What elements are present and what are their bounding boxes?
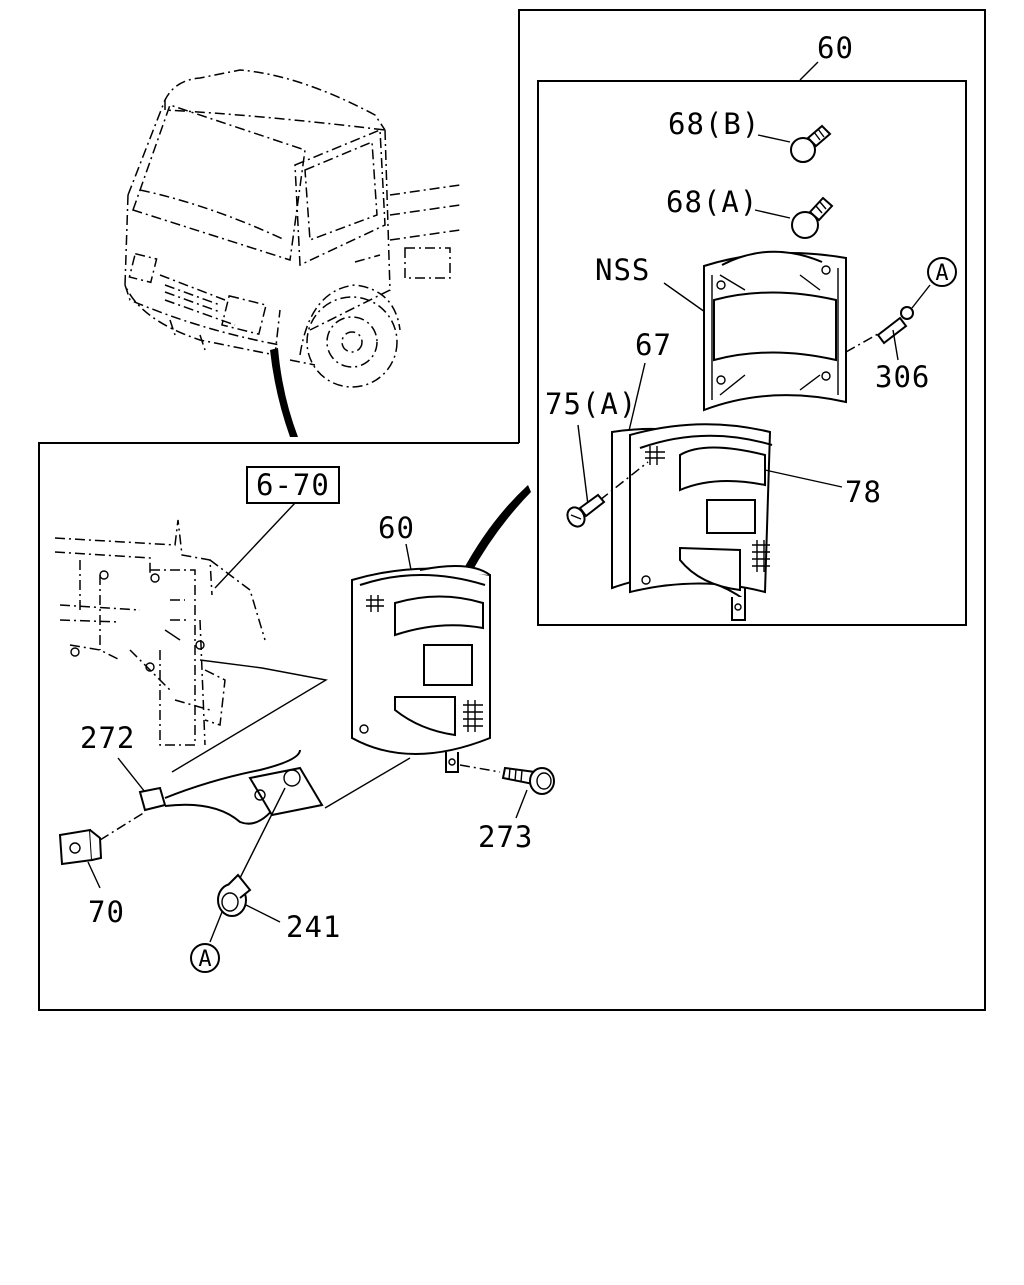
reference-box-6-70 xyxy=(246,466,340,504)
callout-gasket: 67 xyxy=(635,328,672,362)
mounting-bracket xyxy=(54,519,328,773)
callout-lens: 78 xyxy=(845,475,882,509)
lamp-assembly-60 xyxy=(351,543,491,773)
grommet-241 xyxy=(209,787,286,943)
callout-grommet: 241 xyxy=(286,910,341,944)
callout-nss: NSS xyxy=(595,253,650,287)
callout-bolt-273: 273 xyxy=(478,820,533,854)
callout-bulb-b: 68(B) xyxy=(668,107,760,141)
socket-housing-nss xyxy=(663,250,847,412)
callout-bulb-a: 68(A) xyxy=(666,185,758,219)
diagram-frames xyxy=(38,9,986,1011)
clip-70 xyxy=(58,811,146,889)
bulb-68a xyxy=(754,196,834,239)
circle-marker-a-lower: A xyxy=(190,943,220,973)
circle-marker-a-upper: A xyxy=(927,257,957,287)
callout-ref-box: 6-70 xyxy=(256,468,330,502)
marker-label: A xyxy=(198,947,211,972)
lamp-exploded-view xyxy=(462,61,931,621)
truck-cab-illustration xyxy=(124,69,461,437)
lens-78 xyxy=(611,362,843,621)
mounting-view xyxy=(54,466,555,943)
harness-272 xyxy=(117,749,411,825)
callout-clip: 70 xyxy=(88,895,125,929)
callout-assembly-top: 60 xyxy=(817,31,854,65)
callout-screw: 75(A) xyxy=(545,387,637,421)
callout-labels: 60 68(B) 68(A) NSS 67 306 75(A) 78 6-70 … xyxy=(80,31,930,944)
callout-harness: 272 xyxy=(80,721,135,755)
marker-label: A xyxy=(935,261,948,286)
callout-bolt-306: 306 xyxy=(875,360,930,394)
screw-75a xyxy=(566,424,649,528)
bolt-273 xyxy=(459,764,555,819)
bolt-306 xyxy=(845,284,931,361)
bulb-68b xyxy=(757,124,832,163)
callout-assembly-lower: 60 xyxy=(378,511,415,545)
